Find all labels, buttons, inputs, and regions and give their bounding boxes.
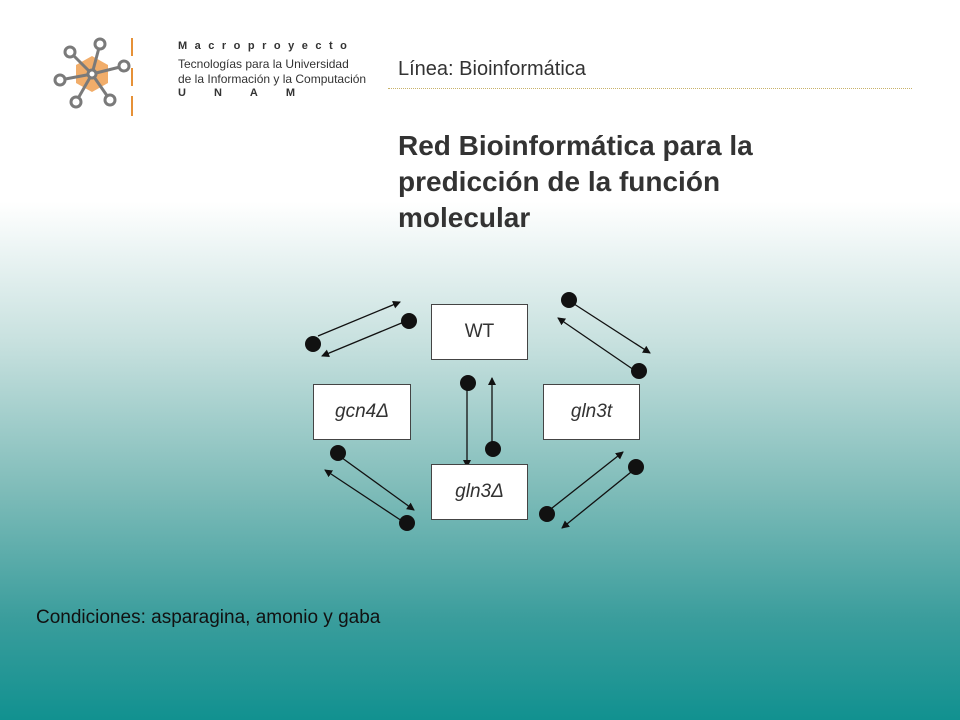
molecule-network-icon bbox=[53, 37, 133, 116]
arrow-link bbox=[321, 321, 405, 358]
arrow-link bbox=[570, 301, 651, 354]
header-line: Línea: Bioinformática bbox=[398, 58, 586, 80]
filled-dot-icon bbox=[399, 515, 415, 531]
arrow-link bbox=[324, 469, 406, 524]
node-gcn4: gcn4Δ bbox=[313, 384, 411, 440]
filled-dot-icon bbox=[631, 363, 647, 379]
logo-line-1: Macroproyecto bbox=[178, 40, 355, 52]
node-gln3: gln3Δ bbox=[431, 464, 528, 520]
arrow-link bbox=[337, 454, 415, 511]
logo-line-2: Tecnologías para la Universidad bbox=[178, 57, 349, 71]
filled-dot-icon bbox=[401, 313, 417, 329]
filled-dot-icon bbox=[628, 459, 644, 475]
logo: Macroproyecto Tecnologías para la Univer… bbox=[40, 30, 366, 125]
filled-dot-icon bbox=[305, 336, 321, 352]
logo-line-3: de la Información y la Computación bbox=[178, 72, 367, 86]
conditions-text: Condiciones: asparagina, amonio y gaba bbox=[36, 607, 381, 628]
logo-line-4: UNAM bbox=[178, 87, 323, 99]
node-wt: WT bbox=[431, 304, 528, 360]
header-divider bbox=[388, 88, 912, 89]
arrow-link bbox=[561, 467, 637, 529]
filled-dot-icon bbox=[561, 292, 577, 308]
filled-dot-icon bbox=[330, 445, 346, 461]
node-gln3t: gln3t bbox=[543, 384, 640, 440]
arrow-link bbox=[546, 451, 624, 513]
arrow-link bbox=[557, 317, 635, 371]
filled-dot-icon bbox=[485, 441, 501, 457]
filled-dot-icon bbox=[539, 506, 555, 522]
arrow-link bbox=[317, 300, 401, 337]
slide-title: Red Bioinformática para la predicción de… bbox=[398, 130, 753, 233]
filled-dot-icon bbox=[460, 375, 476, 391]
